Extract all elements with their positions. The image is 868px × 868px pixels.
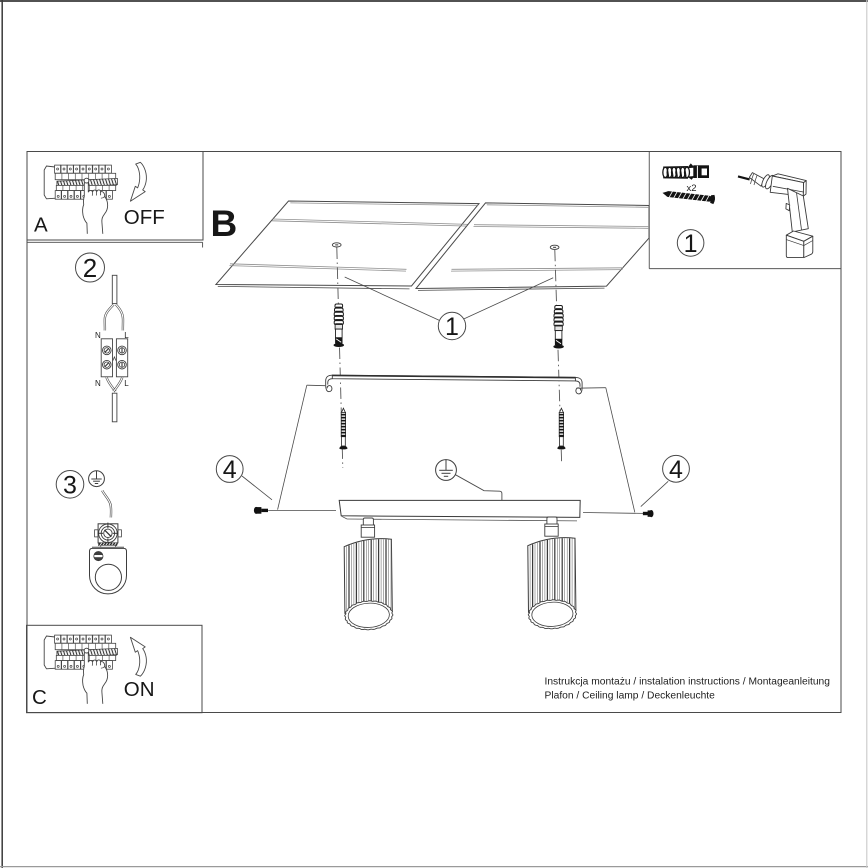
svg-text:L: L [124, 379, 129, 388]
svg-text:1: 1 [445, 313, 459, 341]
svg-text:x2: x2 [687, 183, 697, 194]
svg-text:L: L [124, 331, 129, 340]
svg-text:1: 1 [684, 230, 698, 258]
svg-text:C: C [32, 686, 47, 709]
svg-text:ON: ON [124, 678, 155, 701]
svg-text:Instrukcja montażu / instalati: Instrukcja montażu / instalation instruc… [545, 677, 831, 688]
svg-text:N: N [95, 331, 101, 340]
svg-text:4: 4 [223, 456, 237, 484]
svg-text:3: 3 [63, 471, 77, 499]
svg-text:4: 4 [669, 456, 683, 484]
svg-text:B: B [211, 203, 238, 244]
svg-text:N: N [95, 379, 101, 388]
svg-text:2: 2 [83, 253, 97, 283]
svg-text:OFF: OFF [124, 206, 165, 229]
svg-text:A: A [34, 214, 48, 237]
svg-text:Plafon / Ceiling lamp / Decken: Plafon / Ceiling lamp / Deckenleuchte [545, 691, 716, 702]
